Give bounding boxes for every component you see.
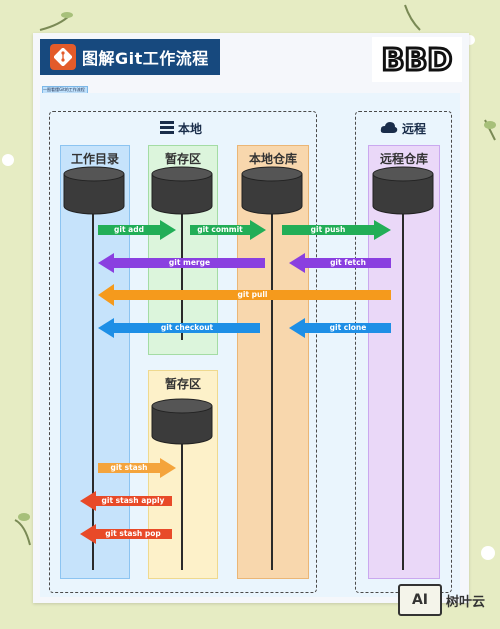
remote-group-label: 远程 bbox=[380, 120, 426, 137]
arrow-git-push bbox=[282, 220, 391, 240]
label-git-clone: git clone bbox=[329, 323, 367, 332]
localrepo-lifeline bbox=[271, 205, 273, 570]
git-logo-icon bbox=[50, 44, 76, 70]
arrow-git-add bbox=[98, 220, 176, 240]
arrow-git-commit bbox=[190, 220, 266, 240]
label-git-pull: git pull bbox=[237, 290, 268, 299]
stage-database-icon bbox=[151, 166, 213, 215]
cloud-icon bbox=[380, 121, 398, 137]
storage-icon bbox=[160, 120, 174, 137]
column-localrepo-title: 本地仓库 bbox=[248, 152, 297, 166]
watermark: AI 树叶云 bbox=[398, 584, 485, 616]
localrepo-database-icon bbox=[241, 166, 303, 215]
column-localrepo: 本地仓库 bbox=[237, 145, 309, 579]
arrow-git-stash bbox=[98, 458, 176, 478]
label-git-stash: git stash bbox=[110, 463, 148, 472]
remoterepo-lifeline bbox=[402, 205, 404, 570]
column-stage-title: 暂存区 bbox=[164, 152, 201, 166]
stash-database-icon bbox=[151, 398, 213, 445]
arrow-git-clone bbox=[289, 318, 391, 338]
column-remoterepo-title: 远程仓库 bbox=[379, 152, 428, 166]
workdir-database-icon bbox=[63, 166, 125, 215]
arrow-git-fetch bbox=[289, 253, 391, 273]
watermark-text: 树叶云 bbox=[446, 594, 486, 610]
arrow-git-stash-pop bbox=[80, 524, 172, 544]
label-git-commit: git commit bbox=[197, 225, 243, 234]
stage-lifeline bbox=[181, 205, 183, 340]
local-group bbox=[49, 111, 317, 593]
label-git-checkout: git checkout bbox=[160, 323, 214, 332]
brand-logo: BBD bbox=[372, 37, 462, 82]
label-git-fetch: git fetch bbox=[330, 258, 366, 267]
arrow-git-pull bbox=[98, 284, 391, 306]
arrow-git-merge bbox=[98, 253, 265, 273]
remoterepo-database-icon bbox=[372, 166, 434, 215]
local-label: 本地 bbox=[178, 122, 203, 136]
workdir-lifeline bbox=[92, 205, 94, 570]
arrow-git-stash-apply bbox=[80, 491, 172, 511]
label-git-stash-apply: git stash apply bbox=[101, 496, 165, 505]
stash-lifeline bbox=[181, 430, 183, 570]
label-git-add: git add bbox=[114, 225, 144, 234]
column-workdir-title: 工作目录 bbox=[70, 152, 119, 166]
label-git-stash-pop: git stash pop bbox=[105, 529, 161, 538]
column-remoterepo: 远程仓库 bbox=[368, 145, 440, 579]
local-group-label: 本地 bbox=[160, 120, 202, 137]
page-title: 图解Git工作流程 bbox=[82, 49, 209, 68]
label-git-merge: git merge bbox=[168, 258, 211, 267]
title-banner: 图解Git工作流程 bbox=[40, 39, 220, 75]
watermark-icon: AI bbox=[398, 584, 442, 616]
arrow-git-checkout bbox=[98, 318, 260, 338]
logo-text: BBD bbox=[382, 43, 453, 78]
column-stash-title: 暂存区 bbox=[164, 377, 201, 391]
remote-label: 远程 bbox=[402, 122, 427, 136]
label-git-push: git push bbox=[310, 225, 346, 234]
